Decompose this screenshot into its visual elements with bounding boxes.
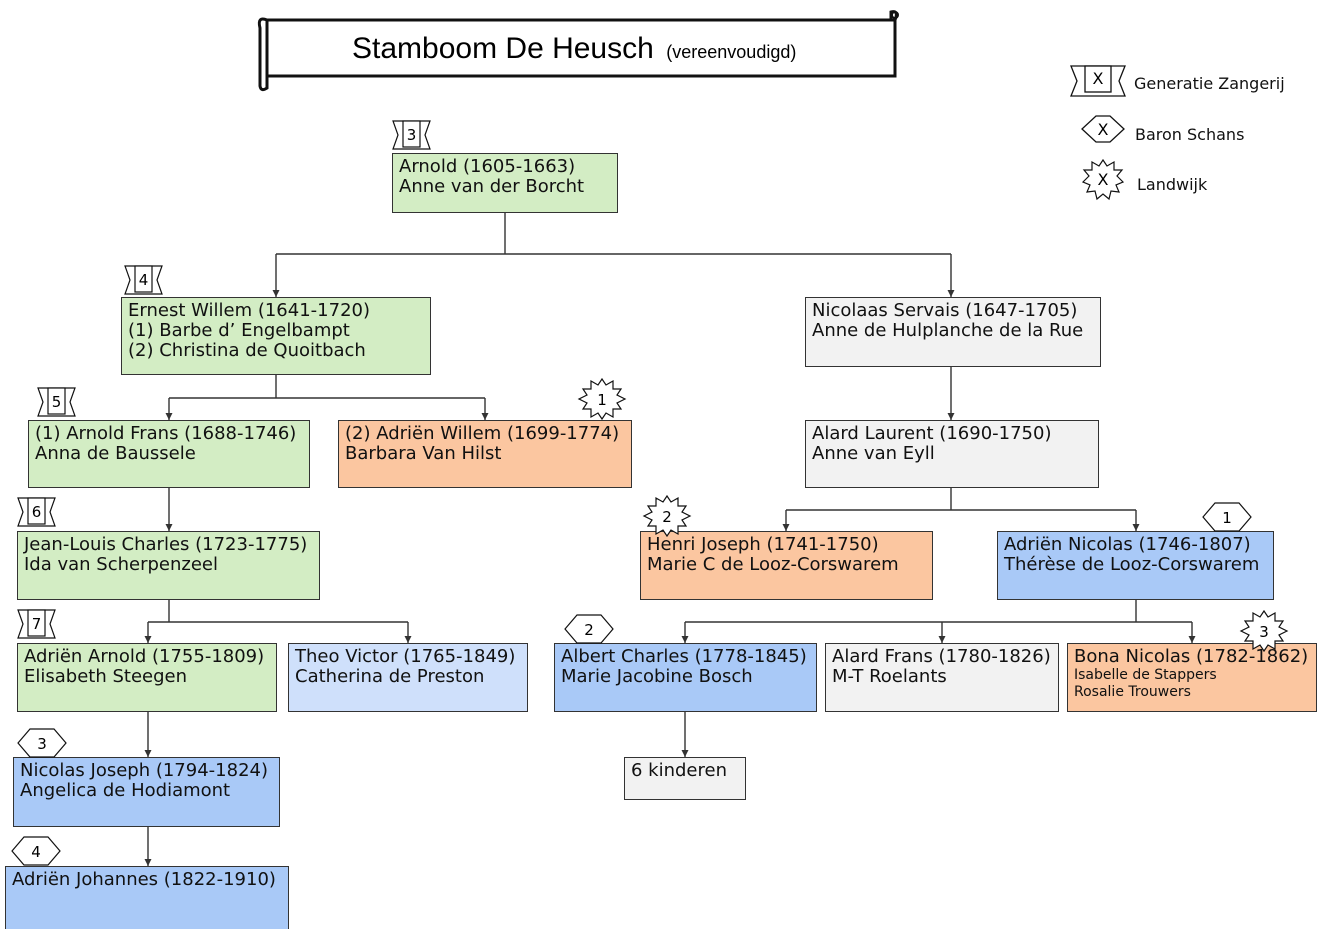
person-theo-victor: Theo Victor (1765-1849)Catherina de Pres… (288, 643, 528, 712)
node-6-kinderen: 6 kinderen (624, 757, 746, 800)
connector-arrowhead (1132, 524, 1140, 531)
connector-arrowhead (165, 524, 173, 531)
badge-generatie-adrien-arnold: 7 (17, 609, 56, 639)
svg-text:X: X (1093, 69, 1104, 88)
legend-octagon-icon: X (1081, 115, 1125, 143)
title-main: Stamboom De Heusch (352, 32, 654, 65)
badge-generatie-jean-louis: 6 (17, 497, 56, 527)
svg-text:7: 7 (32, 615, 42, 633)
svg-text:2: 2 (584, 621, 594, 639)
svg-text:3: 3 (1259, 623, 1269, 641)
svg-text:X: X (1098, 170, 1109, 189)
connector-arrowhead (947, 413, 955, 420)
person-adrien-willem: (2) Adriën Willem (1699-1774)Barbara Van… (338, 420, 632, 488)
badge-baron-adrien-johannes: 4 (11, 836, 61, 866)
connector-arrowhead (404, 636, 412, 643)
svg-text:6: 6 (32, 503, 42, 521)
legend-banner-icon: X (1070, 65, 1126, 97)
legend-label-generatie: Generatie Zangerij (1134, 74, 1285, 93)
badge-baron-nicolas-joseph: 3 (17, 728, 67, 758)
svg-text:3: 3 (37, 735, 47, 753)
legend-label-landwijk: Landwijk (1137, 175, 1208, 194)
person-nicolaas-servais: Nicolaas Servais (1647-1705)Anne de Hulp… (805, 297, 1101, 367)
connector-arrowhead (681, 750, 689, 757)
badge-generatie-ernest: 4 (124, 265, 163, 295)
title-text: Stamboom De Heusch (vereenvoudigd) (352, 32, 796, 65)
badge-generatie-arnold: 3 (392, 120, 431, 150)
connector-arrowhead (165, 413, 173, 420)
person-adrien-johannes: Adriën Johannes (1822-1910) (5, 866, 289, 929)
connector-arrowhead (481, 413, 489, 420)
svg-text:3: 3 (407, 126, 417, 144)
person-albert-charles: Albert Charles (1778-1845)Marie Jacobine… (554, 643, 817, 712)
person-adrien-nicolas: Adriën Nicolas (1746-1807)Thérèse de Loo… (997, 531, 1274, 600)
connector-arrowhead (681, 636, 689, 643)
person-jean-louis-charles: Jean-Louis Charles (1723-1775)Ida van Sc… (17, 531, 320, 600)
svg-text:1: 1 (1222, 509, 1232, 527)
connector-arrowhead (1188, 636, 1196, 643)
badge-landwijk-bona: 3 (1239, 609, 1289, 653)
person-arnold: Arnold (1605-1663)Anne van der Borcht (392, 153, 618, 213)
connector-arrowhead (272, 290, 280, 297)
person-henri-joseph: Henri Joseph (1741-1750)Marie C de Looz-… (640, 531, 933, 600)
connector-arrowhead (144, 750, 152, 757)
badge-landwijk-henri: 2 (642, 494, 692, 538)
person-alard-frans: Alard Frans (1780-1826)M-T Roelants (825, 643, 1059, 712)
connector-arrowhead (144, 636, 152, 643)
person-adrien-arnold: Adriën Arnold (1755-1809)Elisabeth Steeg… (17, 643, 277, 712)
person-bona-nicolas: Bona Nicolas (1782-1862)Isabelle de Stap… (1067, 643, 1317, 712)
connector-arrowhead (947, 290, 955, 297)
connector-arrowhead (144, 859, 152, 866)
svg-text:4: 4 (31, 843, 41, 861)
title-sub: (vereenvoudigd) (666, 42, 796, 62)
legend-label-baron: Baron Schans (1135, 125, 1245, 144)
svg-text:X: X (1098, 120, 1109, 139)
svg-text:4: 4 (139, 271, 149, 289)
person-ernest-willem: Ernest Willem (1641-1720)(1) Barbe d’ En… (121, 297, 431, 375)
badge-generatie-arnold-frans: 5 (37, 387, 76, 417)
person-arnold-frans: (1) Arnold Frans (1688-1746)Anna de Baus… (28, 420, 310, 488)
connector-arrowhead (782, 524, 790, 531)
svg-text:1: 1 (597, 391, 607, 409)
legend-star-icon: X (1081, 158, 1125, 201)
person-nicolas-joseph: Nicolas Joseph (1794-1824)Angelica de Ho… (13, 757, 280, 827)
badge-baron-albert: 2 (564, 614, 614, 644)
legend-symbols: X X X (1070, 65, 1126, 201)
badge-landwijk-adrien-willem: 1 (577, 377, 627, 421)
svg-text:2: 2 (662, 508, 672, 526)
svg-text:5: 5 (52, 393, 62, 411)
person-alard-laurent: Alard Laurent (1690-1750)Anne van Eyll (805, 420, 1099, 488)
badge-baron-adrien-nicolas: 1 (1202, 502, 1252, 532)
connector-arrowhead (938, 636, 946, 643)
title-scroll: Stamboom De Heusch (vereenvoudigd) (257, 10, 899, 92)
